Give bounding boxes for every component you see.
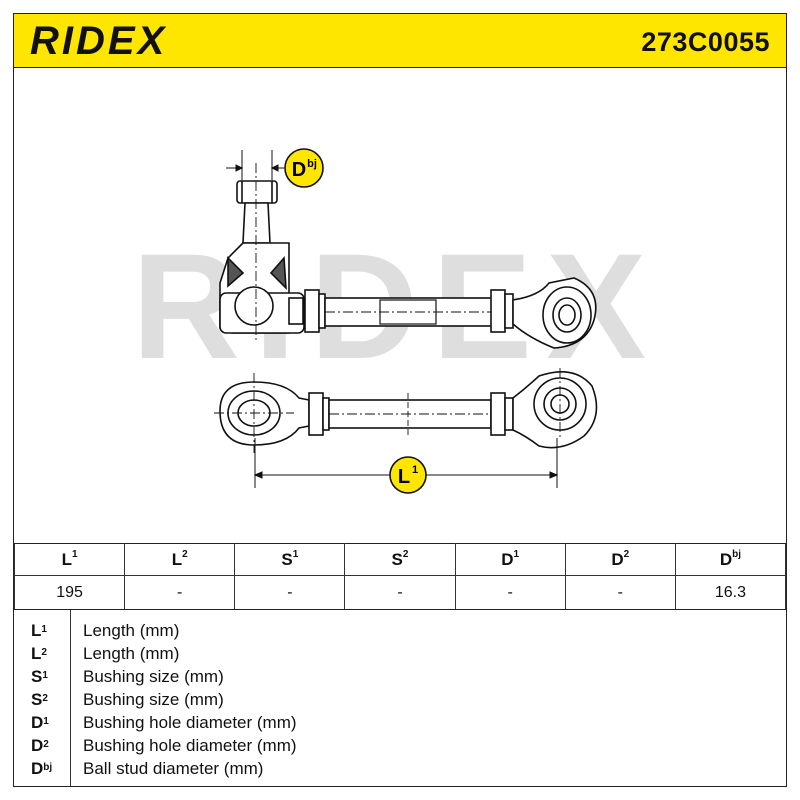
dbj-label-sup: bj [307, 158, 317, 170]
spec-value-s2: - [344, 575, 456, 610]
ball-stud-dimension [226, 150, 284, 180]
spec-header-d2: D2 [564, 543, 676, 576]
legend-description: Bushing size (mm) [83, 690, 224, 709]
l1-badge [389, 456, 427, 494]
header-bar: RIDEX 273C0055 [14, 14, 786, 68]
l1-label: L [398, 466, 410, 488]
legend-symbol: L2 [31, 644, 47, 663]
legend-row-d1: D1 Bushing hole diameter (mm) [14, 712, 786, 734]
spec-value-row: 195 - - - - - 16.3 [13, 575, 787, 610]
legend-symbol: D1 [31, 713, 49, 732]
spec-header-s1: S1 [234, 543, 346, 576]
bottom-view-arm [214, 368, 598, 453]
legend-symbol: D2 [31, 736, 49, 755]
control-arm-diagram: RIDEX [132, 148, 646, 494]
spec-header-s2: S2 [344, 543, 456, 576]
spec-table: L1 L2 S1 S2 D1 D2 Dbj 195 - - - - - 16.3 [13, 543, 787, 610]
legend-panel: L1 Length (mm) L2 Length (mm) S1 Bushing… [14, 609, 786, 786]
spec-header-row: L1 L2 S1 S2 D1 D2 Dbj [13, 543, 787, 576]
spec-value-l1: 195 [13, 575, 126, 610]
dbj-label: D [292, 159, 306, 181]
legend-description: Bushing hole diameter (mm) [83, 736, 297, 755]
legend-row-s2: S2 Bushing size (mm) [14, 689, 786, 711]
legend-symbol: S2 [31, 690, 48, 709]
spec-header-l2: L2 [124, 543, 236, 576]
spec-value-l2: - [124, 575, 236, 610]
legend-symbol: Dbj [31, 759, 53, 778]
legend-description: Bushing size (mm) [83, 667, 224, 686]
brand-logo: RIDEX [30, 19, 168, 63]
legend-symbol: L1 [31, 621, 47, 640]
spec-value-s1: - [234, 575, 346, 610]
legend-description: Ball stud diameter (mm) [83, 759, 264, 778]
legend-row-dbj: Dbj Ball stud diameter (mm) [14, 758, 786, 780]
spec-header-dbj: Dbj [674, 543, 787, 576]
legend-row-l2: L2 Length (mm) [14, 643, 786, 665]
l1-label-sup: 1 [412, 464, 418, 476]
spec-value-d1: - [454, 575, 566, 610]
spec-header-l1: L1 [13, 543, 126, 576]
technical-drawing: RIDEX [14, 68, 786, 544]
top-view-arm [219, 163, 597, 349]
spec-value-dbj: 16.3 [674, 575, 787, 610]
datasheet-frame: RIDEX 273C0055 RIDEX [13, 13, 787, 787]
legend-row-s1: S1 Bushing size (mm) [14, 666, 786, 688]
legend-row-l1: L1 Length (mm) [14, 620, 786, 642]
legend-symbol: S1 [31, 667, 48, 686]
legend-description: Length (mm) [83, 644, 180, 663]
dbj-badge [284, 148, 324, 188]
legend-description: Bushing hole diameter (mm) [83, 713, 297, 732]
legend-row-d2: D2 Bushing hole diameter (mm) [14, 735, 786, 757]
legend-description: Length (mm) [83, 621, 180, 640]
part-number: 273C0055 [641, 27, 770, 57]
spec-header-d1: D1 [454, 543, 566, 576]
legend-divider [70, 610, 72, 786]
spec-value-d2: - [564, 575, 676, 610]
